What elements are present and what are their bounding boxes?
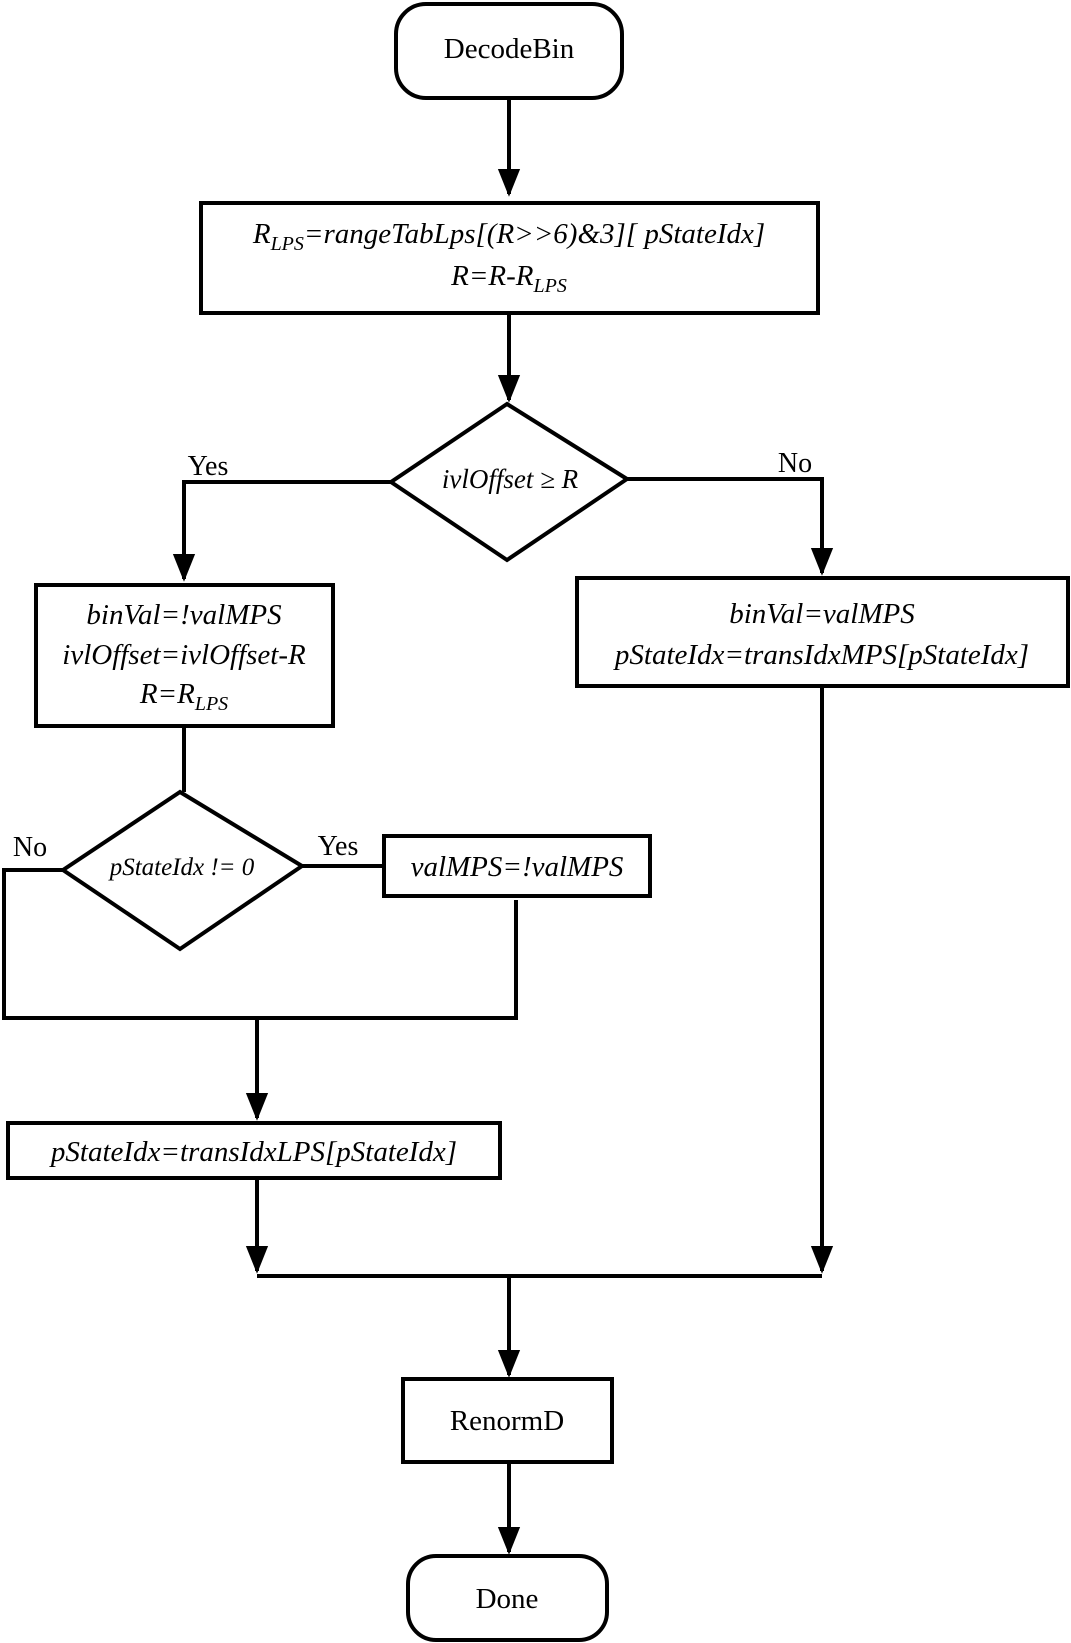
compute-range-subtract: R=R-R — [450, 260, 534, 292]
renorm-box: RenormD — [401, 1377, 614, 1464]
compute-range-line-1: RLPS=rangeTabLps[(R>>6)&3][ pStateIdx] — [252, 218, 765, 255]
start-terminal: DecodeBin — [394, 2, 624, 100]
swap-mps-box: valMPS=!valMPS — [382, 834, 652, 898]
lps-branch-line-1: binVal=!valMPS — [86, 599, 282, 631]
lps-transition-label: pStateIdx=transIdxLPS[pStateIdx] — [49, 1136, 457, 1168]
compute-range-r: R — [252, 218, 271, 250]
renorm-label: RenormD — [450, 1405, 564, 1437]
decision-state-label: pStateIdx != 0 — [108, 854, 255, 881]
lps-branch-line-3: R=RLPS — [139, 678, 228, 715]
edge-label-state-no: No — [13, 832, 47, 863]
edge-label-offset-no: No — [778, 448, 812, 479]
end-terminal: Done — [406, 1554, 609, 1642]
edge-decision-no-to-mps — [627, 477, 834, 576]
mps-branch-line-1: binVal=valMPS — [729, 598, 915, 630]
end-label: Done — [476, 1583, 539, 1615]
lps-branch-line-2: ivlOffset=ivlOffset-R — [62, 639, 306, 671]
compute-range-formula: =rangeTabLps[(R>>6)&3][ pStateIdx] — [304, 218, 765, 250]
decision-state: pStateIdx != 0 — [59, 789, 306, 952]
mps-branch-line-2: pStateIdx=transIdxMPS[pStateIdx] — [613, 639, 1029, 671]
lps-branch-box: binVal=!valMPS ivlOffset=ivlOffset-R R=R… — [34, 583, 335, 728]
edge-decision-yes-to-lps — [172, 480, 391, 582]
connectors — [2, 98, 834, 1555]
compute-range-box: RLPS=rangeTabLps[(R>>6)&3][ pStateIdx] R… — [199, 201, 820, 315]
edge-label-state-yes: Yes — [318, 831, 359, 862]
decision-offset: ivlOffset ≥ R — [387, 401, 631, 563]
edge-state-no-loop — [2, 868, 518, 1020]
compute-range-line-2: R=R-RLPS — [450, 260, 567, 297]
compute-range-subtract-subscript: LPS — [533, 275, 567, 297]
edge-label-offset-yes: Yes — [188, 451, 229, 482]
decision-offset-label: ivlOffset ≥ R — [442, 464, 579, 494]
lps-branch-lps-subscript: LPS — [194, 693, 228, 715]
compute-range-lps-subscript: LPS — [270, 233, 304, 255]
start-label: DecodeBin — [444, 33, 575, 65]
lps-branch-r: R=R — [139, 678, 195, 710]
lps-transition-box: pStateIdx=transIdxLPS[pStateIdx] — [6, 1121, 502, 1180]
mps-branch-box: binVal=valMPS pStateIdx=transIdxMPS[pSta… — [575, 576, 1070, 688]
swap-mps-label: valMPS=!valMPS — [411, 851, 624, 883]
